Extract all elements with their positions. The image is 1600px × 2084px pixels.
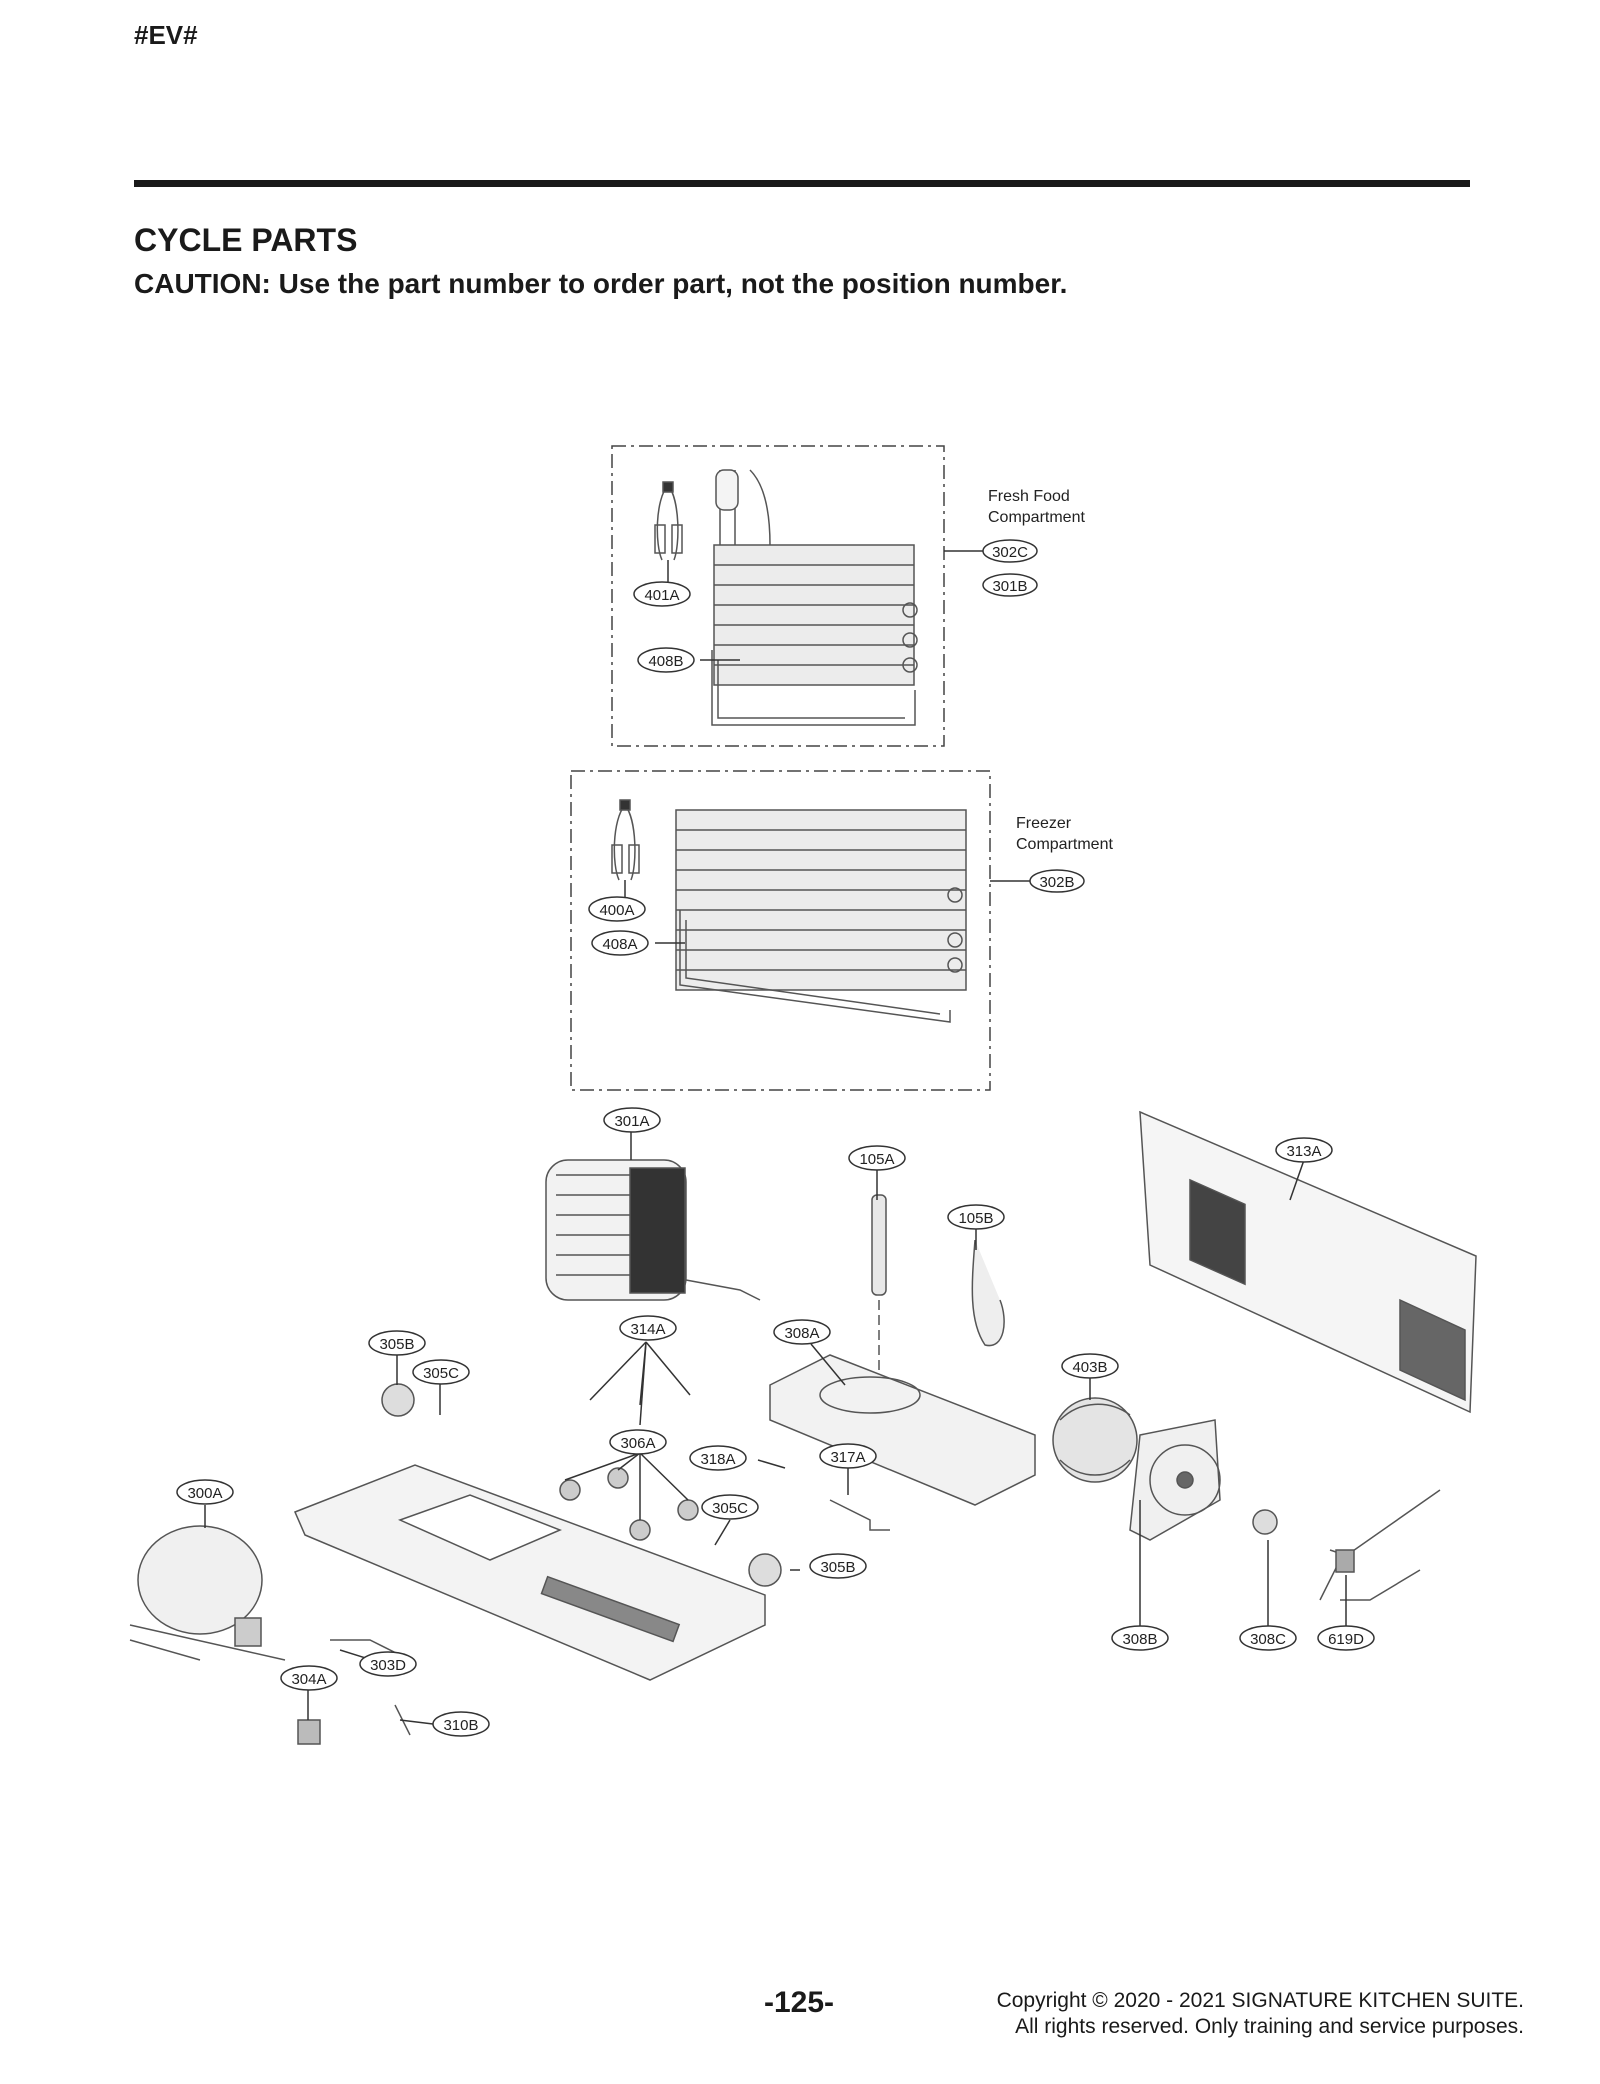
- svg-text:408B: 408B: [648, 653, 683, 670]
- callout-317A: 317A: [819, 1443, 877, 1469]
- svg-text:314A: 314A: [630, 1321, 665, 1338]
- callout-408A: 408A: [591, 930, 649, 956]
- callout-301A: 301A: [603, 1107, 661, 1133]
- svg-text:305B: 305B: [379, 1336, 414, 1353]
- back-cover-drawing: [1139, 1110, 1477, 1414]
- callout-403B: 403B: [1061, 1353, 1119, 1379]
- page-title: CYCLE PARTS: [134, 222, 358, 258]
- callout-304A: 304A: [280, 1665, 338, 1691]
- callout-619D: 619D: [1317, 1625, 1375, 1651]
- svg-text:400A: 400A: [599, 902, 634, 919]
- condenser-drawing: [545, 1159, 761, 1301]
- callout-305B-lower: 305B: [809, 1553, 867, 1579]
- copyright-line-2: All rights reserved. Only training and s…: [1015, 2015, 1524, 2038]
- document-code: #EV#: [134, 20, 198, 50]
- svg-text:105A: 105A: [859, 1151, 894, 1168]
- callout-302C: 302C: [982, 539, 1038, 563]
- fresh-food-label-line1: Fresh Food: [988, 488, 1070, 505]
- svg-text:306A: 306A: [620, 1435, 655, 1452]
- caution-note: CAUTION: Use the part number to order pa…: [134, 268, 1068, 299]
- svg-text:401A: 401A: [644, 587, 679, 604]
- callout-308C: 308C: [1239, 1625, 1297, 1651]
- svg-text:403B: 403B: [1072, 1359, 1107, 1376]
- callout-308B: 308B: [1111, 1625, 1169, 1651]
- compressor-drawing: [129, 1525, 286, 1661]
- small-parts-drawing: [297, 1383, 1441, 1745]
- svg-text:302C: 302C: [992, 544, 1028, 561]
- callout-306A: 306A: [609, 1429, 667, 1455]
- header-rule: [134, 180, 1470, 187]
- svg-text:301B: 301B: [992, 578, 1027, 595]
- svg-text:302B: 302B: [1039, 874, 1074, 891]
- svg-text:308B: 308B: [1122, 1631, 1157, 1648]
- svg-text:303D: 303D: [370, 1657, 406, 1674]
- svg-text:308C: 308C: [1250, 1631, 1286, 1648]
- drain-hose-drawing: [871, 1194, 1005, 1370]
- callout-308A: 308A: [773, 1319, 831, 1345]
- svg-text:301A: 301A: [614, 1113, 649, 1130]
- callout-300A: 300A: [176, 1479, 234, 1505]
- callout-400A: 400A: [588, 896, 646, 922]
- callout-301B: 301B: [982, 573, 1038, 597]
- svg-text:300A: 300A: [187, 1485, 222, 1502]
- callout-401A: 401A: [633, 581, 691, 607]
- fan-assembly-drawing: [1052, 1397, 1278, 1541]
- copyright-line-1: Copyright © 2020 - 2021 SIGNATURE KITCHE…: [996, 1989, 1524, 2012]
- callout-303D: 303D: [359, 1651, 417, 1677]
- leader-lines: [204, 1132, 1347, 1725]
- callout-314A: 314A: [619, 1315, 677, 1341]
- callout-408B: 408B: [637, 647, 695, 673]
- callout-302B: 302B: [1029, 869, 1085, 893]
- fresh-food-evaporator-drawing: [654, 469, 918, 726]
- callout-105B: 105B: [947, 1204, 1005, 1230]
- drain-pan-drawing: [769, 1354, 1036, 1506]
- svg-text:310B: 310B: [443, 1717, 478, 1734]
- svg-text:308A: 308A: [784, 1325, 819, 1342]
- callout-105A: 105A: [848, 1145, 906, 1171]
- svg-text:317A: 317A: [830, 1449, 865, 1466]
- svg-text:304A: 304A: [291, 1671, 326, 1688]
- callout-305C-upper: 305C: [412, 1359, 470, 1385]
- svg-text:305C: 305C: [423, 1365, 459, 1382]
- svg-text:105B: 105B: [958, 1210, 993, 1227]
- freezer-label-line2: Compartment: [1016, 836, 1113, 853]
- callout-310B: 310B: [432, 1711, 490, 1737]
- fresh-food-label-line2: Compartment: [988, 509, 1085, 526]
- callout-305B-upper: 305B: [368, 1330, 426, 1356]
- fresh-food-group-box: [611, 445, 945, 747]
- callout-318A: 318A: [689, 1445, 747, 1471]
- svg-text:619D: 619D: [1328, 1631, 1364, 1648]
- callout-313A: 313A: [1275, 1137, 1333, 1163]
- freezer-group-box: [570, 770, 991, 1091]
- svg-text:408A: 408A: [602, 936, 637, 953]
- callout-305C-lower: 305C: [701, 1494, 759, 1520]
- copyright-notice: Copyright © 2020 - 2021 SIGNATURE KITCHE…: [997, 1988, 1524, 2040]
- svg-text:305B: 305B: [820, 1559, 855, 1576]
- freezer-evaporator-drawing: [611, 799, 967, 1023]
- svg-text:318A: 318A: [700, 1451, 735, 1468]
- base-plate-drawing: [294, 1464, 766, 1681]
- page-number: -125-: [764, 1986, 835, 2019]
- freezer-label-line1: Freezer: [1016, 815, 1072, 832]
- svg-text:305C: 305C: [712, 1500, 748, 1517]
- svg-text:313A: 313A: [1286, 1143, 1321, 1160]
